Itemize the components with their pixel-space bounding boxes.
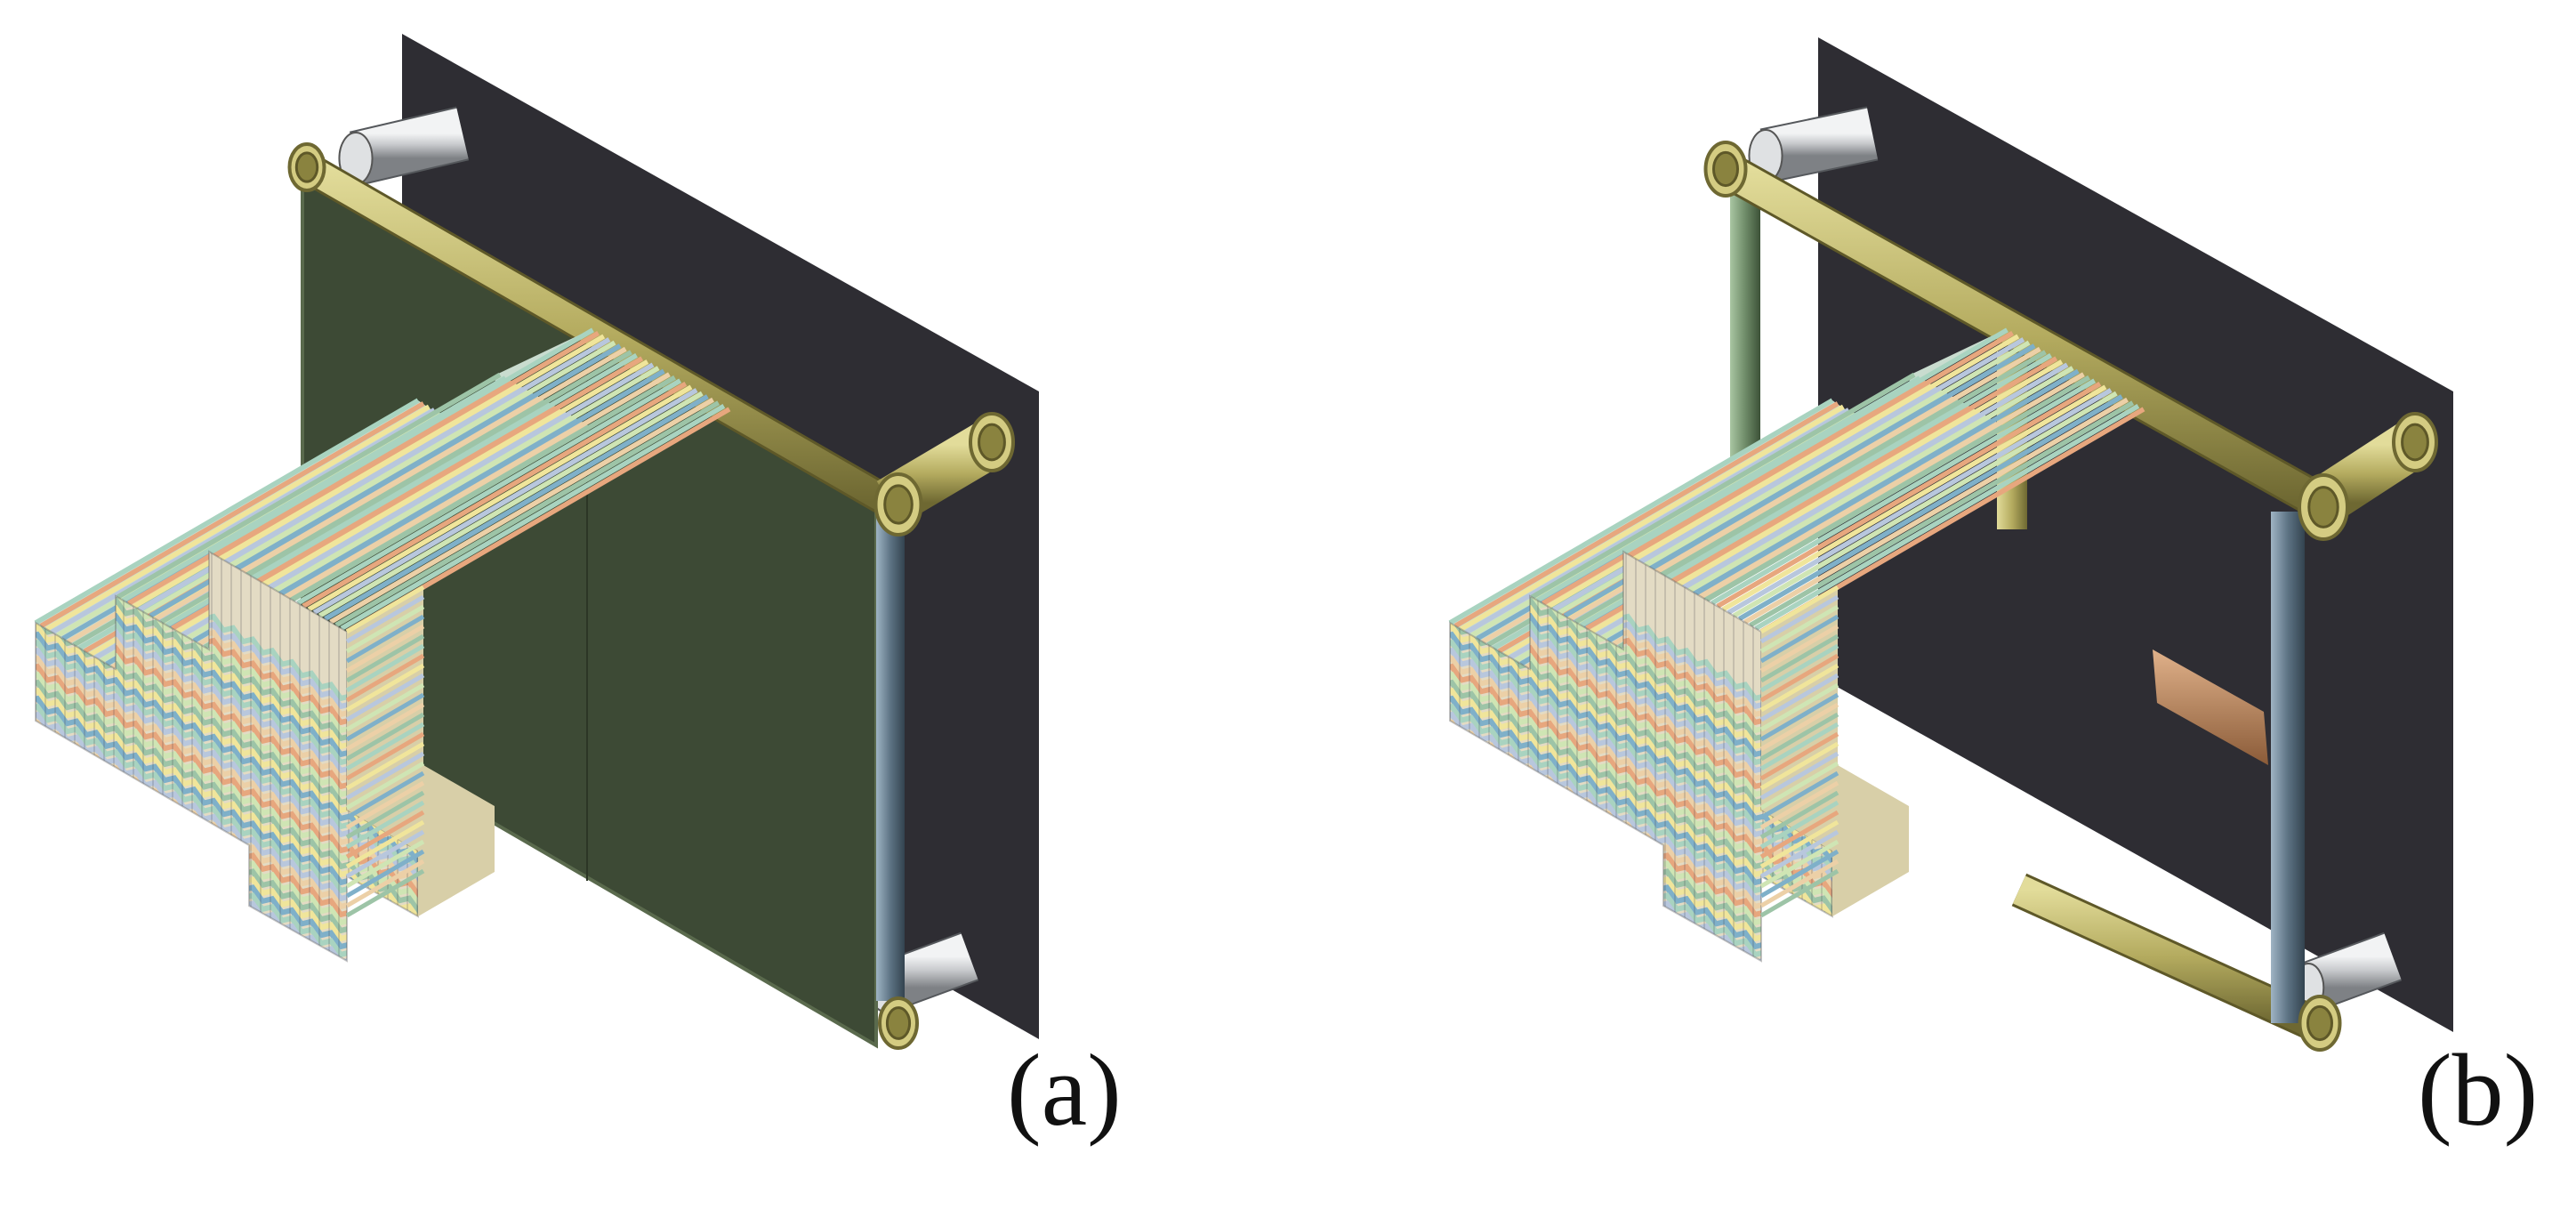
side-post-blue [876, 503, 905, 1001]
panel-b-label: (b) [2418, 1034, 2539, 1148]
frame-bar-bottom [2012, 875, 2320, 1037]
rod-top-left [338, 106, 470, 186]
panel-a [34, 34, 1039, 1050]
frame-ring-bottom [2298, 995, 2342, 1052]
frame-ring-top-right [2392, 412, 2438, 472]
bracket-orange [2153, 649, 2268, 765]
rod-top-left [1748, 106, 1879, 183]
panel-b [1448, 37, 2453, 1052]
panel-a-label: (a) [1007, 1034, 1122, 1148]
block-side-face [345, 585, 495, 918]
block-side-face [1759, 585, 1909, 918]
frame-ring-bottom [878, 996, 919, 1050]
frame-ring-front-right [2298, 473, 2349, 541]
block-top-stripes [34, 327, 731, 670]
frame-ring-top-left [287, 142, 326, 192]
side-post-blue [2271, 512, 2305, 1023]
frame-bar-top [1718, 155, 2330, 517]
side-post-green [1730, 173, 1760, 494]
frame-ring-top-left [1703, 141, 1748, 198]
block-top-stripes [1448, 327, 2145, 670]
frame-ring-top-right [969, 412, 1015, 472]
frame-ring-front-right [873, 472, 923, 536]
